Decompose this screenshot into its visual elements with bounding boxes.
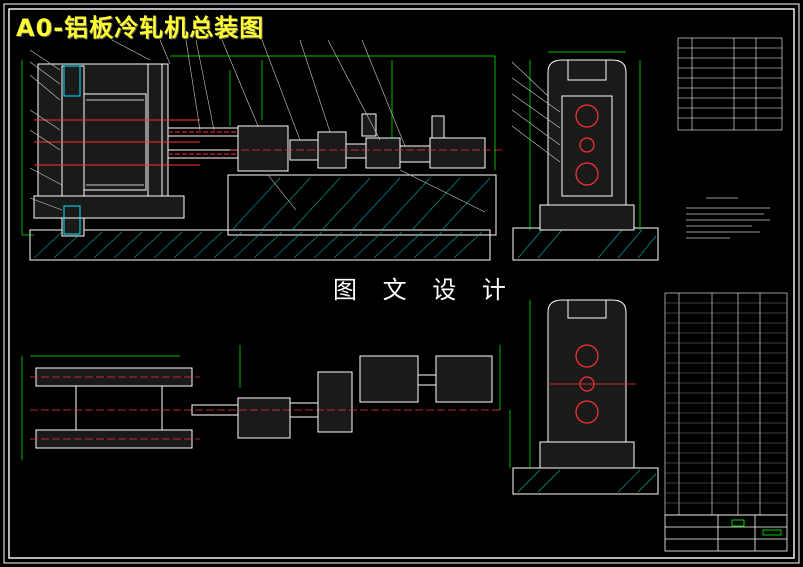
plan-view: [21, 345, 501, 460]
front-elevation-view: [21, 39, 505, 261]
parts-table-top: [677, 37, 783, 131]
spindle-shafts: [167, 127, 239, 159]
side-dims: [529, 51, 641, 230]
foundation-hatched: [29, 174, 497, 261]
work-rolls: [34, 119, 200, 166]
side-elevation-view: [511, 51, 659, 261]
title-block: [664, 514, 788, 552]
stand-detail-lines: [63, 65, 144, 235]
part-leader-lines: [29, 39, 486, 213]
technical-notes: [686, 197, 770, 239]
drawing-frame: [3, 3, 800, 564]
mill-stand-housing: [33, 63, 185, 237]
bill-of-materials: [664, 292, 788, 516]
drive-units: [237, 113, 486, 172]
side-rolls: [575, 104, 599, 186]
side-housing: [539, 59, 635, 231]
dimension-lines-front: [21, 55, 496, 236]
side-view-bottom: [509, 299, 659, 495]
drawing-title: A0-铝板冷轧机总装图: [16, 14, 265, 42]
side-leaders: [511, 61, 561, 163]
watermark-text: 图 文 设 计: [333, 276, 515, 304]
